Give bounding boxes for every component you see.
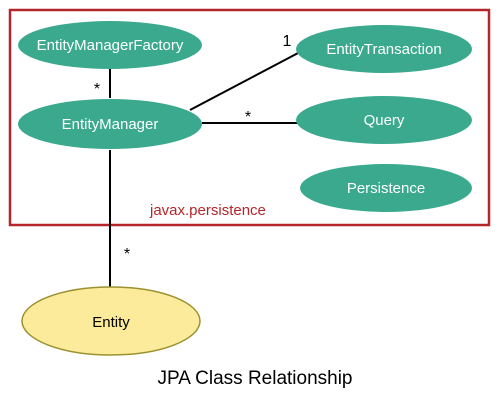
node-label-entity: Entity: [92, 314, 130, 331]
node-label-query: Query: [364, 112, 405, 129]
node-entity-manager[interactable]: EntityManager: [18, 99, 202, 149]
node-query[interactable]: Query: [296, 96, 472, 144]
node-label-entity-transaction: EntityTransaction: [326, 41, 441, 58]
node-entity[interactable]: Entity: [21, 286, 201, 356]
multiplicity-factory-manager: *: [94, 81, 100, 98]
node-label-entity-manager-factory: EntityManagerFactory: [37, 37, 184, 54]
node-persistence[interactable]: Persistence: [300, 164, 472, 212]
package-boundary: [8, 8, 491, 227]
package-label: javax.persistence: [149, 202, 266, 219]
node-entity-manager-factory[interactable]: EntityManagerFactory: [18, 21, 202, 69]
node-label-entity-manager: EntityManager: [62, 116, 159, 133]
diagram-caption: JPA Class Relationship: [157, 368, 352, 389]
connector-manager-transaction: [189, 51, 301, 111]
multiplicity-manager-query: *: [245, 109, 251, 126]
multiplicity-manager-transaction: 1: [283, 33, 292, 50]
node-label-persistence: Persistence: [347, 180, 425, 197]
node-entity-transaction[interactable]: EntityTransaction: [296, 25, 472, 73]
multiplicity-manager-entity: *: [124, 246, 130, 263]
